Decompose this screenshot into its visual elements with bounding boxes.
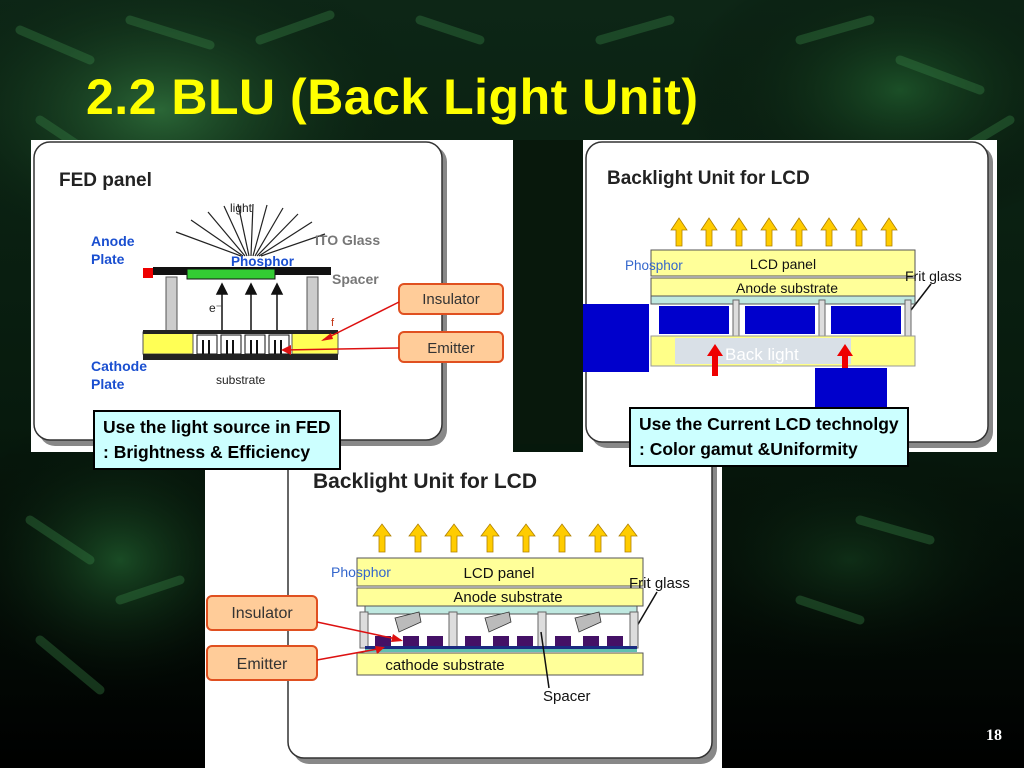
- pixel-blue-1: [659, 306, 729, 334]
- phosphor-label-bottom: Phosphor: [331, 564, 391, 580]
- frit-glass-label-bottom: Frit glass: [629, 575, 690, 592]
- emitter-cells: [375, 636, 623, 646]
- phosphor-label: Phosphor: [231, 254, 295, 269]
- light-rays: [175, 203, 326, 257]
- diagram-label: Emitter: [427, 340, 475, 357]
- back-light-label: Back light: [725, 345, 799, 364]
- diagram-label: Emitter: [237, 656, 288, 673]
- diagram-label: cathode substrate: [385, 657, 504, 674]
- red-up-arrows: [707, 344, 853, 376]
- small-label: f: [331, 317, 335, 329]
- emitter-callout-bottom: Emitter: [206, 645, 385, 681]
- diagram-label: Anode substrate: [736, 280, 838, 296]
- fed-panel-diagram: FED panel light Anode Plate ITO Glass Ph…: [31, 140, 513, 452]
- blue-block-left: [583, 304, 649, 372]
- light-label: light: [230, 201, 253, 215]
- spacer-right: [306, 276, 319, 336]
- substrate-label: substrate: [216, 373, 266, 387]
- cathode-substrate-layer: [356, 652, 644, 676]
- emitter-callout: Emitter: [281, 331, 504, 363]
- spacer-label-bottom: Spacer: [543, 688, 591, 705]
- caption-left: Use the light source in FED : Brightness…: [93, 410, 341, 470]
- cathode-yellow-left: [142, 331, 194, 355]
- lcd-panel-layer: [650, 249, 916, 277]
- insulator-callout-bottom: Insulator: [206, 595, 403, 642]
- yellow-light-arrows: [670, 217, 898, 247]
- anode-plate-label: Anode: [91, 233, 135, 249]
- diagram-label: Insulator: [231, 605, 293, 622]
- cathode-plate-label: Cathode: [91, 358, 147, 374]
- diagram-label: Insulator: [422, 291, 480, 308]
- electron-label: e⁻: [209, 301, 222, 315]
- slide-number: 18: [986, 727, 1002, 744]
- blu-bottom-diagram: Backlight Unit for LCD LCD panel Phospho…: [205, 452, 722, 768]
- ito-glass-label: ITO Glass: [315, 232, 380, 248]
- blu-bottom-title: Backlight Unit for LCD: [313, 470, 537, 493]
- blue-block-bottom: [815, 368, 887, 408]
- caption-right: Use the Current LCD technolgy : Color ga…: [629, 407, 909, 467]
- dark-strip: [513, 140, 583, 444]
- diagram-label: LCD panel: [750, 256, 816, 272]
- cathode-top-bar: [143, 330, 338, 334]
- diagram-label: LCD panel: [464, 565, 535, 582]
- blu-top-diagram: Backlight Unit for LCD LCD panel Anode s…: [583, 140, 997, 452]
- diagram-label: Anode substrate: [453, 589, 562, 606]
- phosphor-label-top: Phosphor: [625, 258, 683, 273]
- slide-title: 2.2 BLU (Back Light Unit): [86, 69, 699, 125]
- fed-panel-title: FED panel: [59, 170, 152, 191]
- blu-top-title: Backlight Unit for LCD: [607, 168, 810, 189]
- electron-arrows: [215, 282, 284, 330]
- phosphor-layer: [186, 268, 276, 280]
- lcd-panel-layer-bottom: [356, 557, 644, 587]
- yellow-light-arrows-bottom: [372, 523, 638, 553]
- spacer-label: Spacer: [332, 271, 379, 287]
- pixel-blue-2: [745, 306, 815, 334]
- red-marker: [143, 268, 153, 278]
- diagram-label: Plate: [91, 376, 125, 392]
- emitter-beams: [394, 611, 602, 633]
- pixel-blue-3: [831, 306, 901, 334]
- frit-glass-label-top: Frit glass: [905, 268, 962, 284]
- insulator-callout: Insulator: [321, 283, 504, 341]
- spacer-left: [165, 276, 178, 336]
- cathode-plate: [143, 354, 338, 360]
- diagram-label: Plate: [91, 251, 125, 267]
